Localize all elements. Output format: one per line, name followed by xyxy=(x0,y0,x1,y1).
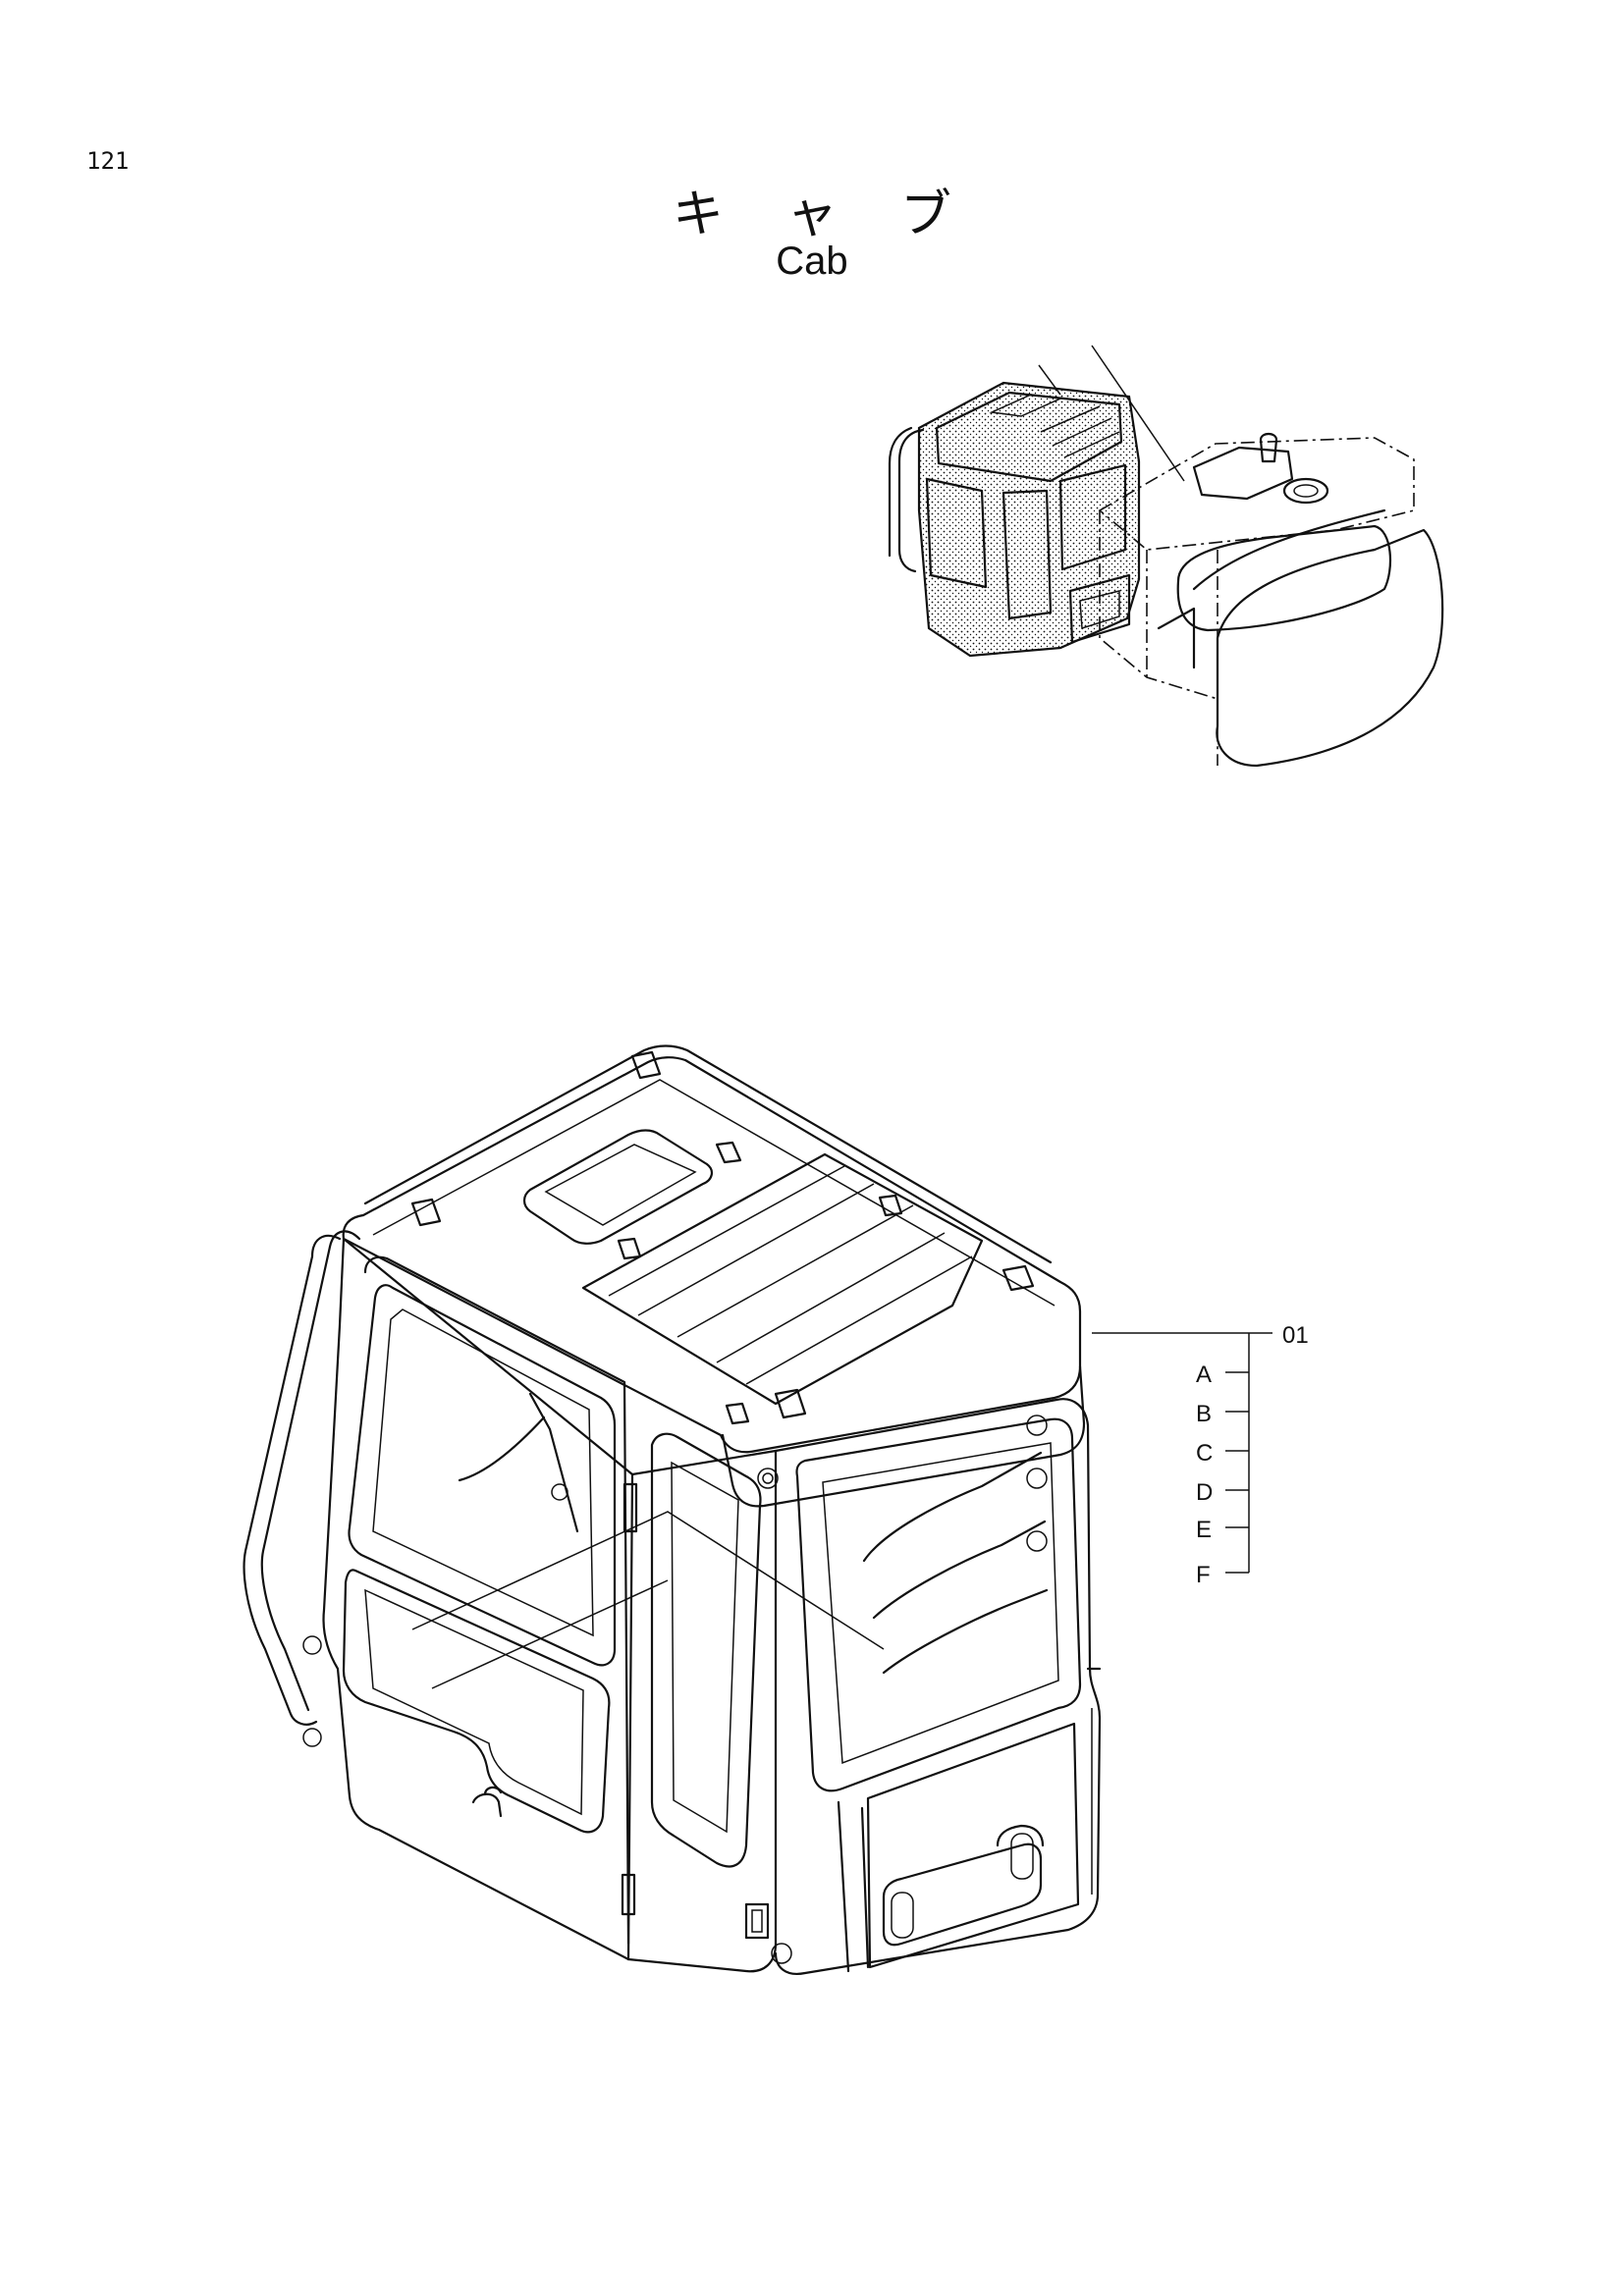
callout-f: F xyxy=(1196,1562,1211,1588)
callout-c: C xyxy=(1196,1440,1213,1467)
title-english: Cab xyxy=(776,240,848,283)
callout-group: 01 A B C D E F xyxy=(1092,1322,1309,1588)
overview-illustration xyxy=(888,345,1444,768)
callout-b: B xyxy=(1196,1401,1212,1427)
cab-illustration xyxy=(243,1044,1102,1975)
callout-e: E xyxy=(1196,1517,1212,1543)
callout-d: D xyxy=(1196,1479,1213,1506)
page-number: 121 xyxy=(86,147,130,175)
callout-a: A xyxy=(1196,1362,1212,1388)
title-japanese: キャブ xyxy=(672,186,1014,244)
callout-01: 01 xyxy=(1282,1322,1309,1349)
